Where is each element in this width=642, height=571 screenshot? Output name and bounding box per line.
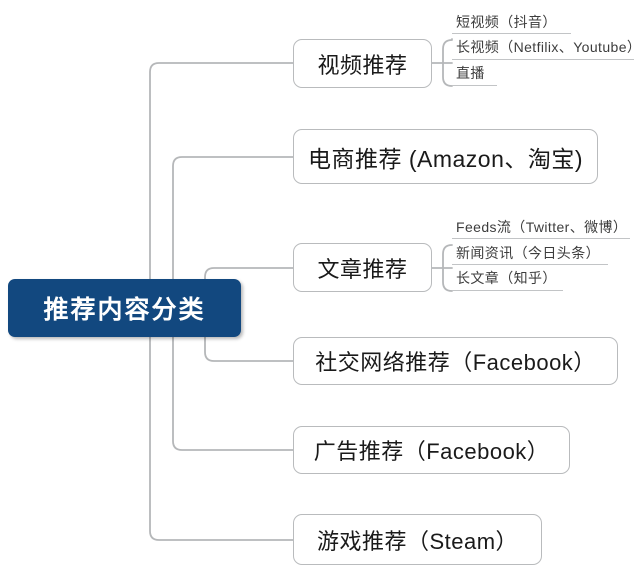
root-node[interactable]: 推荐内容分类 [8,279,241,337]
leaf-video-short: 短视频（抖音） [456,12,557,32]
branch-node-game-label: 游戏推荐（Steam） [316,528,519,554]
leaf-rule-article-long [452,290,563,292]
branch-node-game[interactable]: 游戏推荐（Steam） [293,514,542,565]
leaf-rule-article-feeds [452,238,630,240]
connector-root-video [149,62,294,301]
branch-node-video-label: 视频推荐 [317,52,408,78]
branch-node-social[interactable]: 社交网络推荐（Facebook） [293,337,618,385]
branch-node-ads[interactable]: 广告推荐（Facebook） [293,426,570,474]
leaf-video-long: 长视频（Netfilix、Youtube） [456,37,641,57]
branch-node-ecommerce[interactable]: 电商推荐 (Amazon、淘宝) [293,129,598,184]
leaf-article-feeds: Feeds流（Twitter、微博） [456,217,627,237]
connector-video-bracket [442,39,453,87]
leaf-article-feeds-label: Feeds流（Twitter、微博） [456,219,628,235]
branch-node-article[interactable]: 文章推荐 [293,243,432,292]
leaf-video-live-label: 直播 [456,65,485,81]
leaf-video-live: 直播 [456,63,485,83]
leaf-video-long-label: 长视频（Netfilix、Youtube） [456,39,642,55]
connector-article-bracket [442,244,453,292]
branch-node-video[interactable]: 视频推荐 [293,39,432,88]
leaf-rule-video-short [452,33,571,35]
leaf-rule-video-long [452,59,634,61]
leaf-article-news-label: 新闻资讯（今日头条） [456,245,600,261]
branch-node-article-label: 文章推荐 [317,256,408,282]
root-node-label: 推荐内容分类 [43,296,206,324]
branch-node-ads-label: 广告推荐（Facebook） [313,439,550,464]
leaf-video-short-label: 短视频（抖音） [456,14,557,30]
branch-node-social-label: 社交网络推荐（Facebook） [315,350,596,375]
leaf-rule-video-live [452,85,497,87]
leaf-article-long: 长文章（知乎） [456,268,557,288]
leaf-article-news: 新闻资讯（今日头条） [456,243,600,263]
leaf-rule-article-news [452,264,608,266]
branch-node-ecommerce-label: 电商推荐 (Amazon、淘宝) [307,145,584,172]
connector-root-game [149,315,294,541]
leaf-article-long-label: 长文章（知乎） [456,270,557,286]
